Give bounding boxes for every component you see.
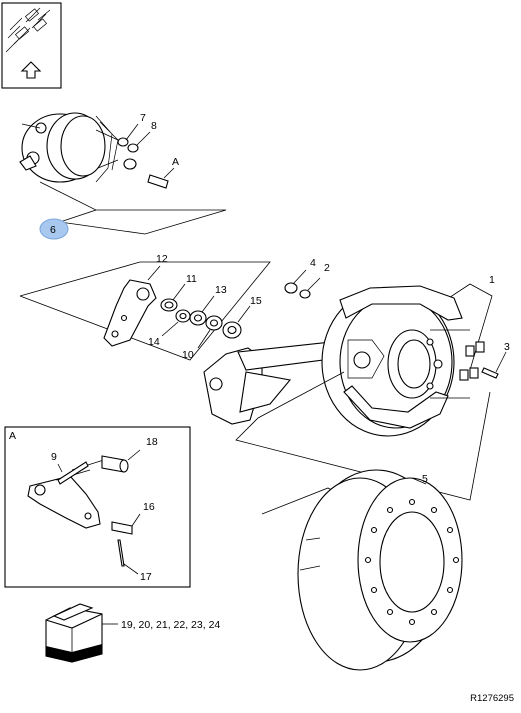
brake-shoe-lower — [343, 385, 449, 429]
brake-drum — [261, 469, 463, 671]
brake-shoe-upper — [339, 285, 463, 321]
callout-1[interactable]: 1 — [489, 274, 495, 286]
callout-5[interactable]: 5 — [422, 473, 428, 485]
callout-17[interactable]: 17 — [140, 571, 152, 583]
callout-13[interactable]: 13 — [215, 284, 227, 296]
exploded-view-icon — [5, 7, 51, 53]
callout-9[interactable]: 9 — [51, 451, 57, 463]
spring-clips — [459, 341, 485, 381]
item-6-highlight-badge[interactable] — [39, 218, 69, 240]
cotter-17 — [117, 539, 125, 567]
callout-16[interactable]: 16 — [143, 501, 155, 513]
callout-14[interactable]: 14 — [148, 336, 160, 348]
washer-14 — [161, 309, 191, 337]
callout-12[interactable]: 12 — [156, 253, 168, 265]
callout-6[interactable]: 6 — [50, 224, 56, 236]
callout-11[interactable]: 11 — [186, 273, 197, 285]
slack-adjuster-detail — [27, 475, 101, 529]
figure-reference: R1276295 — [470, 693, 514, 704]
drum-bolt-holes — [364, 498, 460, 626]
slack-adjuster-group — [19, 261, 271, 361]
washer-15 — [222, 305, 251, 339]
washer-8 — [127, 131, 151, 153]
kit-box-icon — [45, 603, 103, 663]
detail-box-a — [4, 426, 191, 588]
washer-13 — [189, 295, 215, 326]
kit-callout[interactable]: 19, 20, 21, 22, 23, 24 — [121, 619, 220, 631]
washer-2 — [299, 277, 321, 299]
pin-16 — [111, 521, 133, 535]
callout-10[interactable]: 10 — [182, 349, 194, 361]
nut-7 — [117, 123, 139, 147]
callout-7[interactable]: 7 — [140, 112, 146, 124]
brake-shoe-assembly — [235, 283, 493, 501]
pin-9 — [57, 461, 89, 485]
washer-11 — [160, 283, 186, 312]
callout-3[interactable]: 3 — [504, 341, 510, 353]
callout-18[interactable]: 18 — [146, 436, 158, 448]
callout-2[interactable]: 2 — [324, 262, 330, 274]
bolt-4 — [284, 269, 307, 294]
callout-8[interactable]: 8 — [151, 120, 157, 132]
nut-small — [123, 158, 137, 170]
callout-15[interactable]: 15 — [250, 295, 262, 307]
bolt-3 — [481, 351, 507, 379]
nav-up-button[interactable] — [1, 2, 62, 89]
washer-10 — [197, 315, 223, 349]
clevis-a — [147, 167, 175, 189]
brake-chamber-assembly — [19, 112, 227, 235]
callout-4[interactable]: 4 — [310, 257, 316, 269]
nav-up-arrow-icon — [20, 61, 42, 79]
detail-box-title: A — [9, 430, 16, 442]
callout-a-ref[interactable]: A — [172, 156, 179, 168]
